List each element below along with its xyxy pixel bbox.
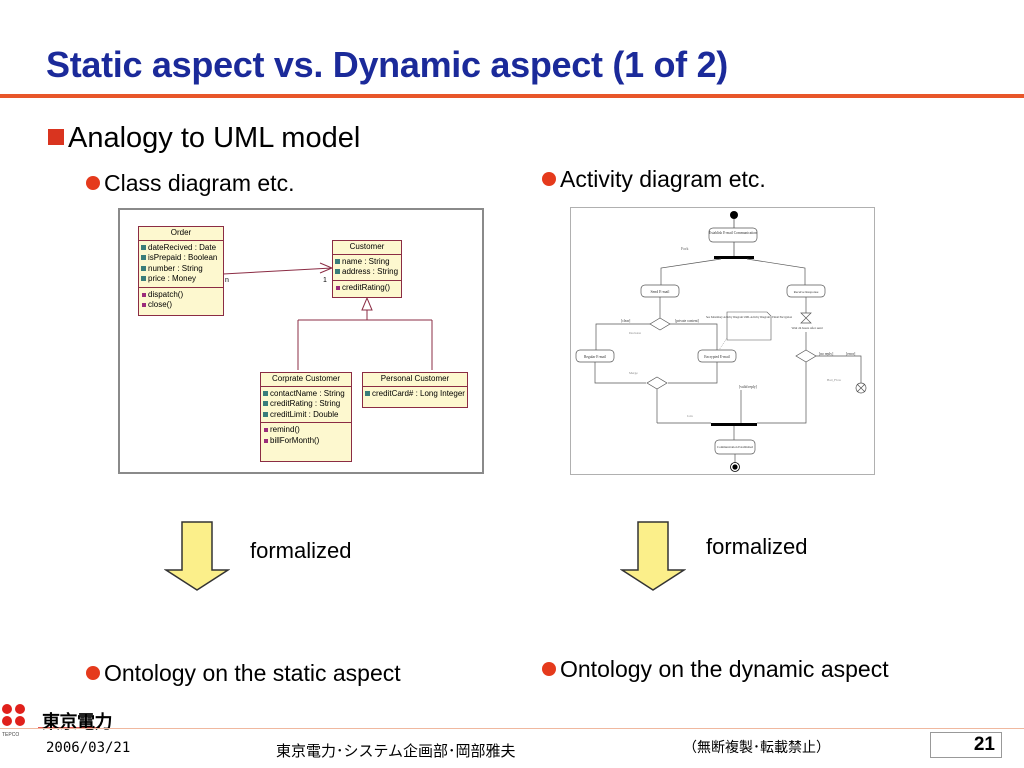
class-diagram-frame: n 1 Order dateRecived : Date isPrepaid :… — [118, 208, 484, 474]
action-establish-label: Establish E-mail Communication — [709, 231, 757, 235]
class-customer-methods: creditRating() — [333, 281, 401, 296]
footer-author: 東京電力･システム企画部･岡部雅夫 — [276, 743, 516, 760]
class-customer-name: Customer — [333, 241, 401, 255]
action-establish — [708, 227, 758, 243]
tepco-logo-icon — [2, 704, 100, 729]
multiplicity-customer: 1 — [323, 277, 327, 284]
static-ontology-bullet: Ontology on the static aspect — [86, 660, 401, 687]
activity-diagram-bullet: Activity diagram etc. — [542, 166, 766, 193]
method: close() — [147, 300, 221, 311]
guard-private: [private content] — [675, 319, 699, 323]
analogy-bullet: Analogy to UML model — [48, 122, 360, 155]
round-bullet-icon — [542, 172, 556, 186]
guard-error: [error] — [846, 352, 855, 356]
attribute: dateRecived : Date — [147, 243, 221, 254]
join-bar — [711, 423, 757, 426]
square-bullet-icon — [48, 129, 64, 145]
class-personal-name: Personal Customer — [363, 373, 467, 387]
action-encrypted-email-label: Encrypted E-mail — [704, 355, 729, 359]
fork-bar — [714, 256, 754, 259]
footer-copyright-note: （無断複製･転載禁止） — [683, 739, 830, 755]
class-corporate-methods: remind() billForMonth() — [261, 423, 351, 448]
class-corporate-customer: Corprate Customer contactName : String c… — [260, 372, 352, 462]
round-bullet-icon — [86, 176, 100, 190]
activity-diagram-text: Activity diagram etc. — [560, 166, 766, 192]
wait-label: Wait 24 hours after send — [791, 326, 822, 330]
attribute: contactName : String — [269, 389, 349, 400]
fork-label: Fork — [681, 246, 689, 251]
activity-diagram-frame: Establish E-mail Communication Fork Send… — [570, 207, 875, 475]
merge-label: Merge — [629, 371, 638, 375]
action-receive-response-label: Receive Response — [794, 290, 819, 294]
class-order-attributes: dateRecived : Date isPrepaid : Boolean n… — [139, 241, 223, 288]
round-bullet-icon — [542, 662, 556, 676]
round-bullet-icon — [86, 666, 100, 680]
class-diagram-text: Class diagram etc. — [104, 170, 295, 196]
multiplicity-order: n — [225, 277, 229, 284]
join-label: Join — [687, 414, 693, 418]
attribute: name : String — [341, 257, 399, 268]
note-subsidiary — [726, 311, 772, 341]
class-order: Order dateRecived : Date isPrepaid : Boo… — [138, 226, 224, 316]
formalized-right-label: formalized — [706, 534, 808, 559]
guard-clear: [clear] — [621, 319, 630, 323]
action-send-email-label: Send E-mail — [651, 290, 670, 294]
wait-timer — [800, 312, 812, 324]
formalized-left-label: formalized — [250, 538, 352, 563]
class-corporate-attributes: contactName : String creditRating : Stri… — [261, 387, 351, 423]
class-diagram-bullet: Class diagram etc. — [86, 170, 294, 197]
merge-diamond — [646, 376, 668, 390]
down-arrow-right-icon — [620, 521, 686, 591]
action-regular-email-label: Regular E-mail — [584, 355, 606, 359]
attribute: address : String — [342, 267, 399, 276]
decision-label: Decision — [629, 331, 641, 335]
attribute: creditLimit : Double — [269, 410, 349, 421]
class-corporate-name: Corprate Customer — [261, 373, 351, 387]
footer-date: 2006/03/21 — [46, 740, 131, 756]
bad-flow-label: Bad_Flow — [827, 378, 842, 382]
dynamic-ontology-text: Ontology on the dynamic aspect — [560, 656, 889, 682]
attribute: creditRating : String — [269, 399, 349, 410]
slide-title: Static aspect vs. Dynamic aspect (1 of 2… — [46, 44, 728, 85]
static-ontology-text: Ontology on the static aspect — [104, 660, 401, 686]
class-personal-customer: Personal Customer creditCard# : Long Int… — [362, 372, 468, 408]
attribute: isPrepaid : Boolean — [147, 253, 221, 264]
class-order-methods: dispatch() close() — [139, 288, 223, 313]
class-order-name: Order — [139, 227, 223, 241]
note-subsidiary-label: See Subsidiary Activity Diagram UML Acti… — [706, 316, 793, 319]
method: remind() — [269, 425, 349, 436]
class-personal-attributes: creditCard# : Long Integer — [363, 387, 467, 402]
method: billForMonth() — [269, 436, 349, 447]
class-diagram-connectors — [222, 262, 433, 370]
action-communication-established-label: Communication Established — [717, 445, 753, 449]
activity-diagram: Establish E-mail Communication Fork Send… — [575, 211, 867, 472]
start-node — [730, 211, 738, 219]
guard-no-reply: [no reply] — [819, 352, 833, 356]
attribute: price : Money — [147, 274, 221, 285]
footer-divider — [0, 728, 1024, 729]
page-number: 21 — [930, 732, 1002, 758]
reply-decision — [795, 349, 817, 363]
decision-diamond — [649, 317, 671, 331]
class-customer: Customer name : String address : String … — [332, 240, 402, 298]
class-customer-attributes: name : String address : String — [333, 255, 401, 281]
method: dispatch() — [147, 290, 221, 301]
guard-valid-reply: [valid reply] — [739, 385, 757, 389]
down-arrow-left-icon — [164, 521, 230, 591]
company-tagline: TEPCO — [2, 732, 20, 738]
dynamic-ontology-bullet: Ontology on the dynamic aspect — [542, 656, 889, 683]
method: creditRating() — [341, 283, 399, 294]
attribute: creditCard# : Long Integer — [372, 388, 465, 398]
attribute: number : String — [147, 264, 221, 275]
company-name: 東京電力 — [42, 712, 113, 732]
analogy-text: Analogy to UML model — [68, 122, 361, 154]
title-divider — [0, 94, 1024, 98]
